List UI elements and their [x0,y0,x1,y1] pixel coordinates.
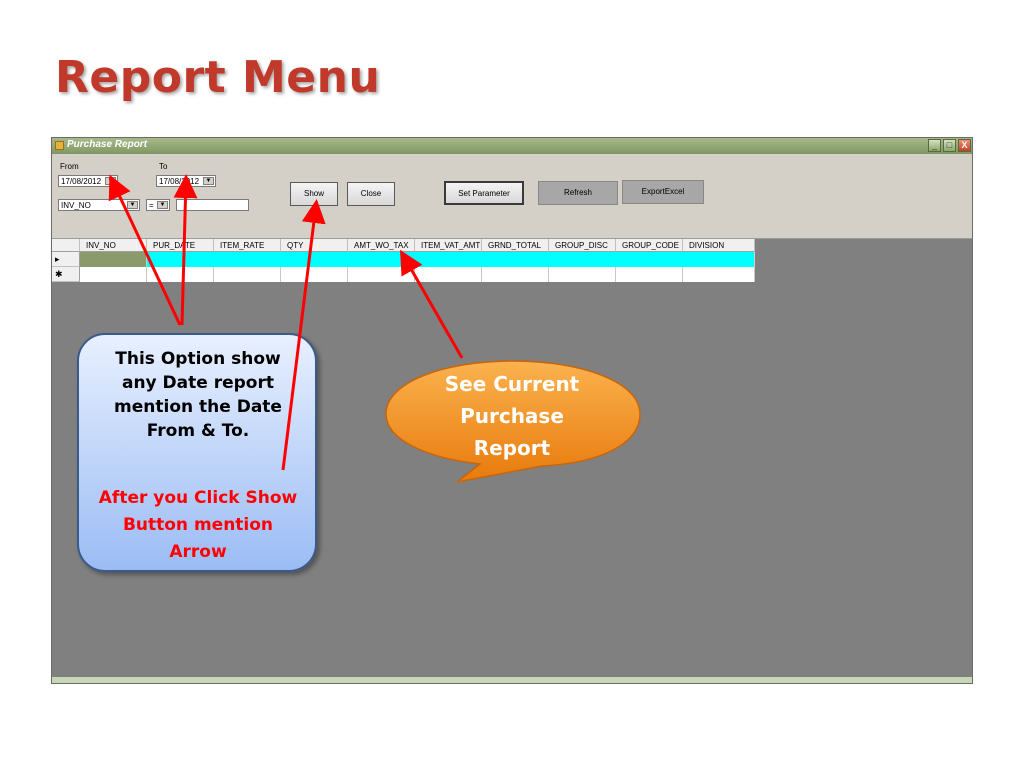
horizontal-scrollbar[interactable] [52,677,972,683]
from-date-value: 17/08/2012 [61,177,102,186]
column-header[interactable]: GRND_TOTAL [482,239,549,252]
column-header[interactable]: PUR_DATE [147,239,214,252]
row-selector-current[interactable]: ▸ [52,252,80,267]
arrow-to-date [173,174,198,326]
refresh-button[interactable]: Refresh [538,181,618,205]
arrow-show-button [281,199,326,471]
grid-cell[interactable] [482,267,549,282]
action-line: After you Click Show [98,488,298,508]
table-row-selected[interactable] [80,252,755,267]
info-line: any Date report [121,373,274,393]
filter-panel: From 17/08/2012 ▼ To 17/08/2012 ▼ INV_NO… [52,154,972,239]
grid-cell[interactable] [80,267,147,282]
grid-cell[interactable] [683,267,755,282]
info-text: This Option show any Date report mention… [103,347,293,443]
column-header[interactable]: ITEM_RATE [214,239,281,252]
app-icon [55,141,64,150]
set-parameter-button[interactable]: Set Parameter [444,181,524,205]
slide-title: Report Menu [55,52,381,103]
column-header[interactable]: DIVISION [683,239,755,252]
window-title: Purchase Report [67,139,148,150]
action-line: Button mention [122,515,274,535]
chevron-down-icon[interactable]: ▼ [203,177,214,185]
arrow-grid-row [400,249,464,359]
action-line: Arrow [169,542,227,562]
grid-corner-header [52,239,80,252]
column-header[interactable]: INV_NO [80,239,147,252]
grid-cell-active[interactable] [80,252,147,267]
grid-cell[interactable] [147,267,214,282]
chevron-down-icon[interactable]: ▼ [157,201,168,209]
row-selector-new[interactable]: ✱ [52,267,80,282]
column-header[interactable]: GROUP_DISC [549,239,616,252]
export-excel-button[interactable]: ExportExcel [622,180,704,204]
to-label: To [159,162,168,171]
grid-cell[interactable] [281,267,348,282]
current-report-callout: See Current Purchase Report [382,358,644,484]
info-line: From & To. [146,421,250,441]
close-button[interactable]: Close [347,182,395,206]
report-line: Purchase [460,404,564,428]
column-header[interactable]: GROUP_CODE [616,239,683,252]
date-info-callout: This Option show any Date report mention… [77,333,317,572]
close-window-button[interactable]: X [958,139,971,152]
arrow-from-date [108,174,182,326]
report-line: See Current [444,372,580,396]
column-header[interactable]: QTY [281,239,348,252]
action-text: After you Click Show Button mention Arro… [93,485,303,566]
grid-cells-highlight[interactable] [147,252,755,267]
grid-cell[interactable] [616,267,683,282]
report-line: Report [473,436,551,460]
column-header[interactable]: ITEM_VAT_AMT [415,239,482,252]
maximize-button[interactable]: □ [943,139,956,152]
grid-cell[interactable] [214,267,281,282]
criteria-input[interactable] [176,199,249,211]
from-label: From [60,162,79,171]
oval-callout-shape [385,360,641,483]
field-select[interactable]: INV_NO ▼ [58,199,140,211]
window-titlebar[interactable]: Purchase Report _ □ X [52,138,972,154]
info-line: mention the Date [114,397,282,417]
column-header[interactable]: AMT_WO_TAX [348,239,415,252]
chevron-down-icon[interactable]: ▼ [127,201,138,209]
info-line: This Option show [115,349,281,369]
field-select-value: INV_NO [61,201,91,210]
operator-select-value: = [149,201,154,210]
purchase-grid: INV_NO PUR_DATE ITEM_RATE QTY AMT_WO_TAX… [52,239,755,285]
grid-cell[interactable] [415,267,482,282]
grid-cell[interactable] [549,267,616,282]
operator-select[interactable]: = ▼ [146,199,170,211]
report-text: See Current Purchase Report [422,368,602,464]
minimize-button[interactable]: _ [928,139,941,152]
